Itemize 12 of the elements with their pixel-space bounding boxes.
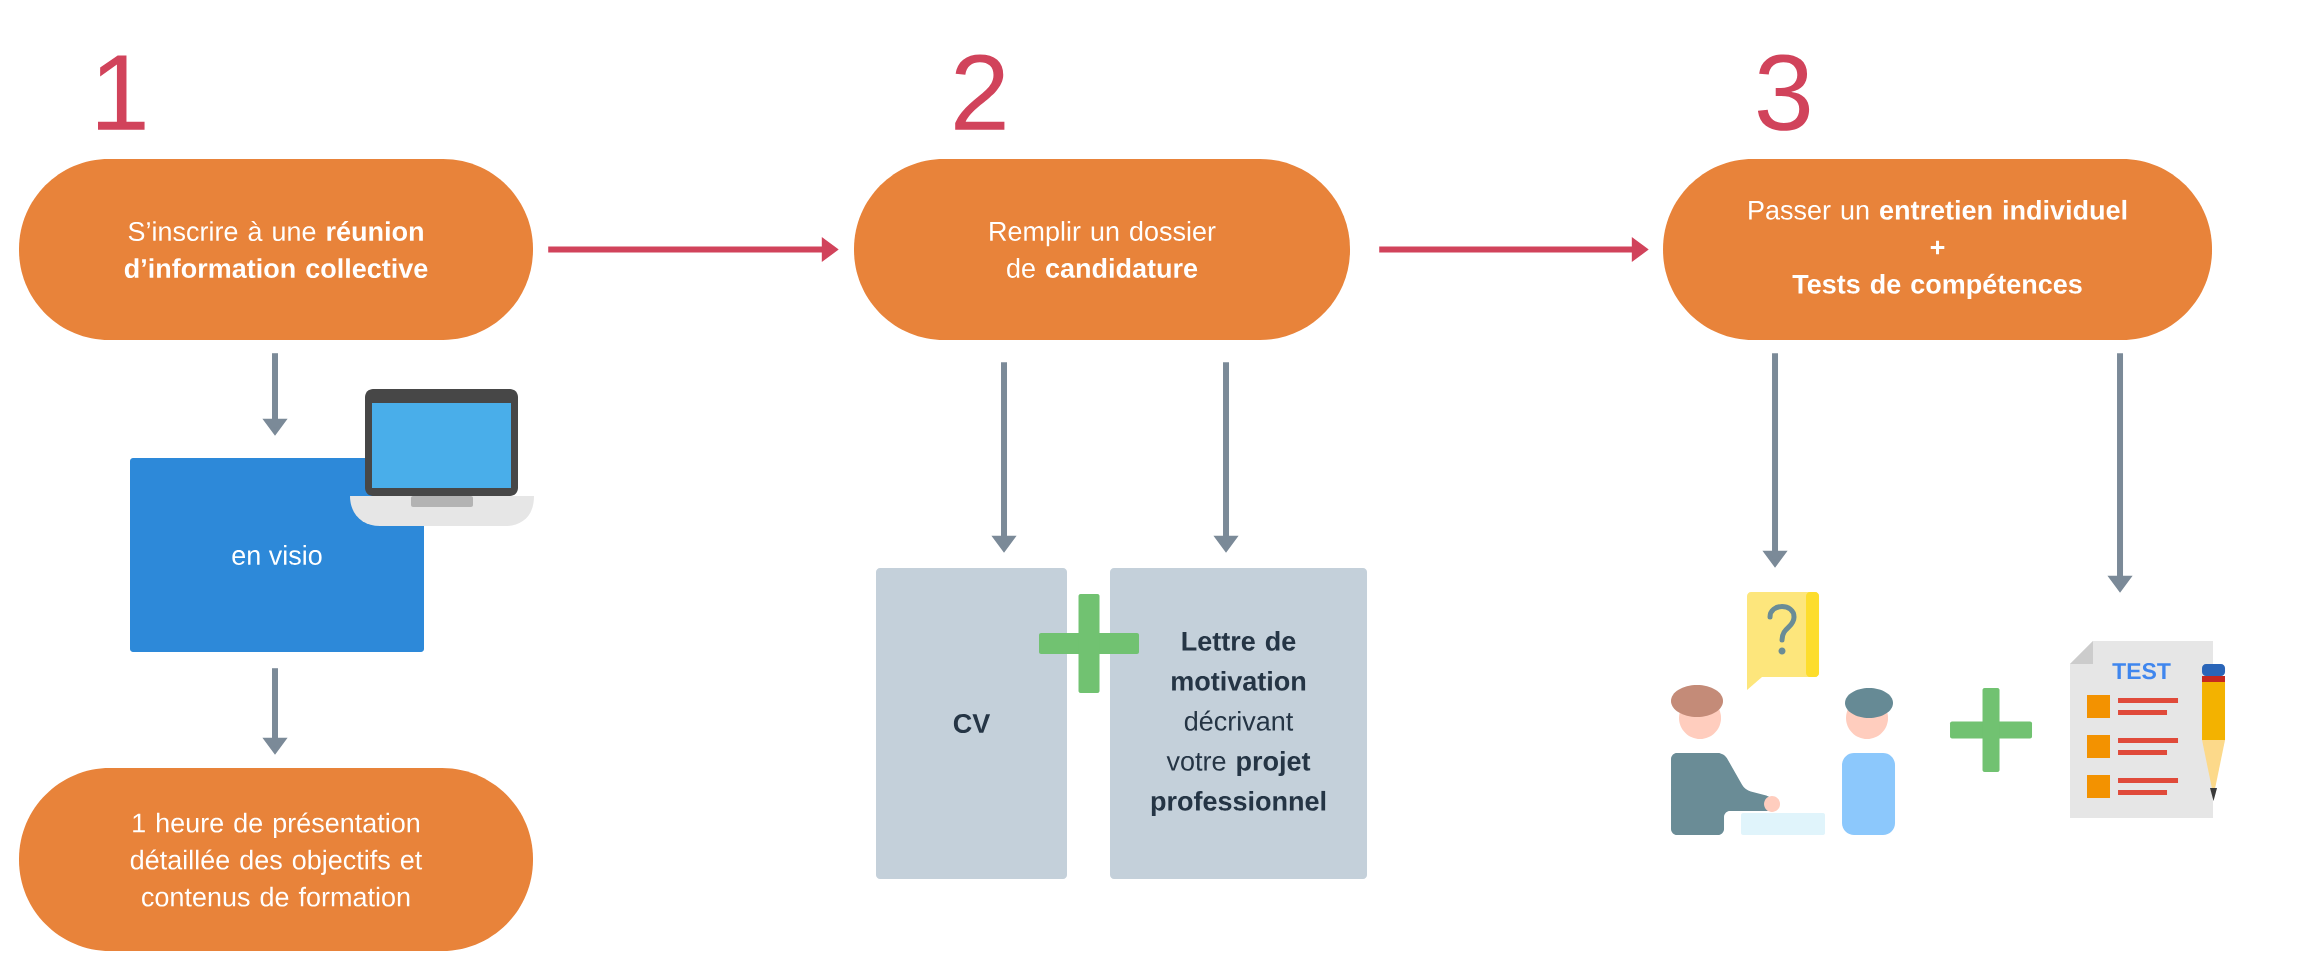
document-card: CV [876, 568, 1067, 879]
step-pill: S’inscrire à une réunion d’information collective [19, 159, 533, 340]
document-card: Lettre de motivation décrivant votre projet professionnel [1110, 568, 1367, 879]
test-sheet-drawing: TEST [2070, 641, 2225, 818]
info-box: en visio [130, 458, 424, 652]
step-pill: 1 heure de présentation détaillée des objectifs et contenus de formation [19, 768, 533, 951]
step-number: 3 [1757, 54, 1810, 131]
step-number: 2 [955, 54, 1005, 130]
step-pill: Passer un entretien individuel + Tests de compétences [1663, 159, 2213, 340]
step-number: 1 [98, 55, 145, 130]
step-pill: Remplir un dossier de candidature [854, 159, 1350, 340]
interview-drawing [1671, 592, 1895, 835]
